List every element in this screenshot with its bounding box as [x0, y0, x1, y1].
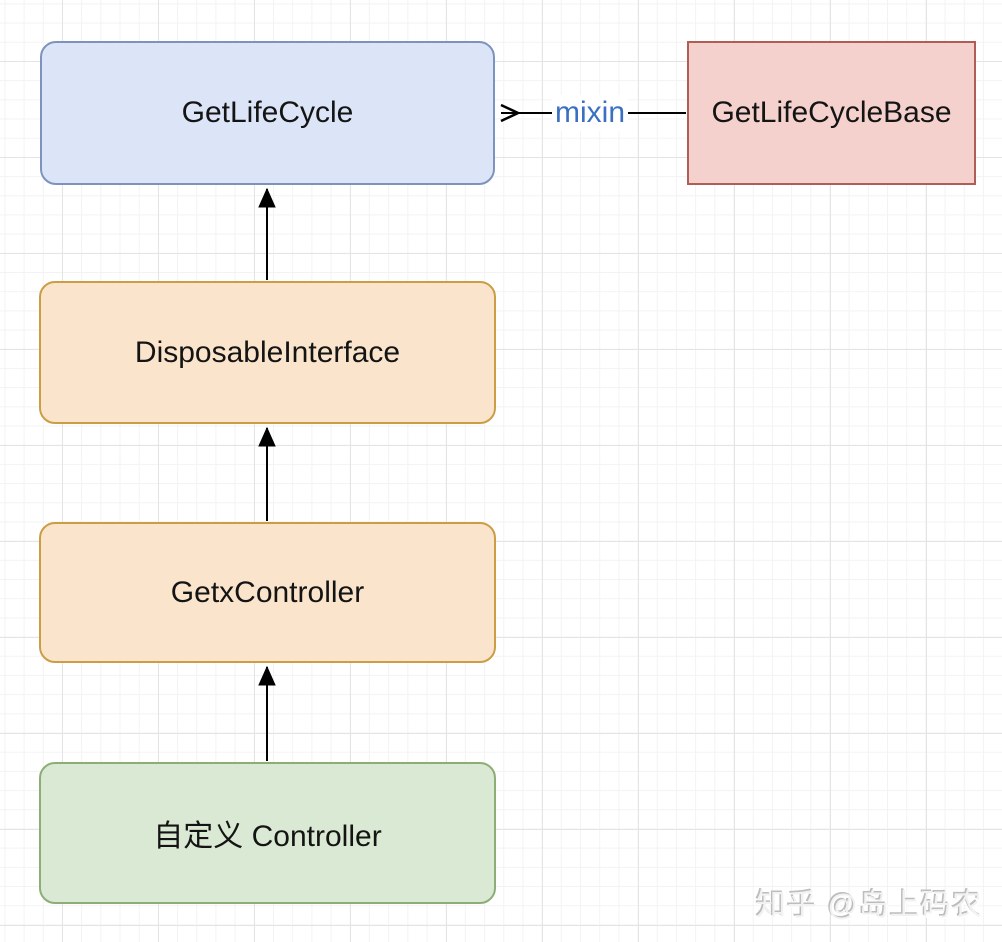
node-disposableinterface: DisposableInterface [39, 281, 496, 424]
watermark: 知乎 @岛上码农 [756, 889, 983, 922]
node-label: DisposableInterface [134, 335, 401, 369]
node-getxcontroller: GetxController [39, 522, 496, 663]
node-label: 自定义 Controller [153, 820, 382, 853]
node-getlifecycle: GetLifeCycle [40, 41, 495, 185]
node-label: GetxController [170, 575, 365, 609]
node-label: GetLifeCycle [181, 96, 354, 129]
node-label: GetLifeCycleBase [711, 96, 952, 129]
node-getlifecyclebase: GetLifeCycleBase [687, 41, 976, 185]
edge-label-mixin: mixin [552, 95, 629, 131]
node-custom-controller: 自定义 Controller [39, 762, 496, 904]
